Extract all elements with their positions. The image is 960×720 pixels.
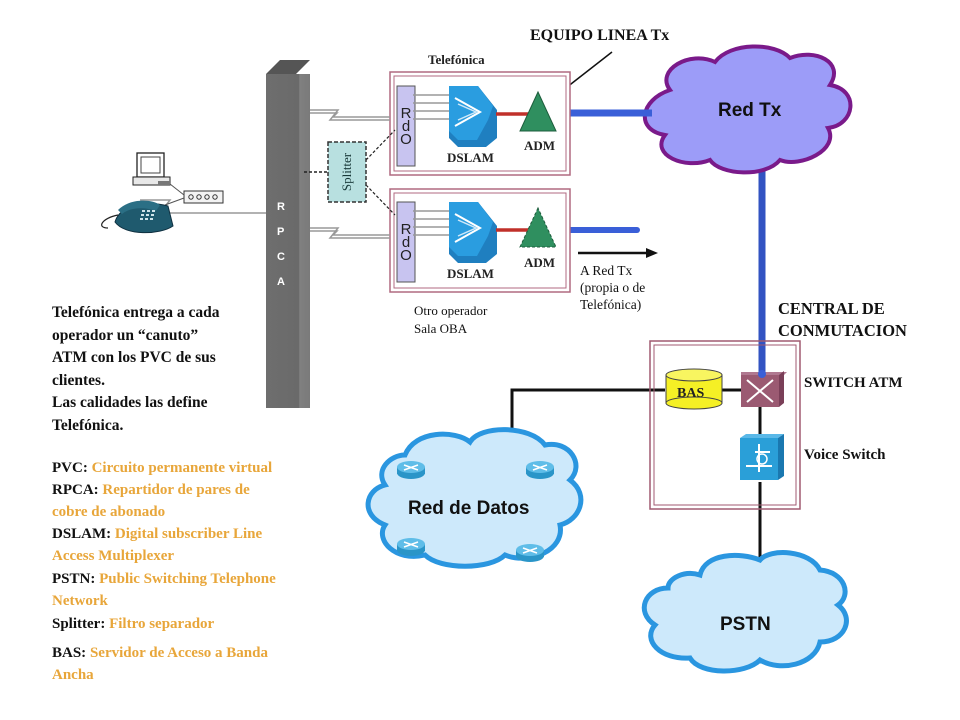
glossary-term: PVC: [52,460,88,476]
dslam-label-2: DSLAM [447,266,494,281]
adm-label-1: ADM [524,138,556,153]
glossary-definition: cobre de abonado [52,504,166,520]
note-line: ATM con los PVC de sus [52,349,216,366]
red-tx-cloud [643,44,853,175]
glossary-definition: Network [52,593,108,609]
rdo-letter: R [400,105,412,122]
splitter-label: Splitter [339,152,354,192]
rpca-letter-r: R [277,201,285,213]
glossary-item-splitter: Splitter: Filtro separador [52,613,214,635]
red-tx-cloud-label: Red Tx [718,100,782,121]
central-line: CENTRAL DE [778,299,885,318]
glossary-term: Splitter: [52,616,106,632]
computer-icon [132,152,171,186]
rdo-letter: R [400,221,412,238]
glossary-definition: Repartidor de pares de [102,482,250,498]
telefonica-box-label: Telefónica [428,52,485,67]
glossary-definition: Access Multiplexer [52,548,175,564]
bas-cylinder-icon [665,368,723,410]
a-red-tx-line: A Red Tx [580,263,633,278]
glossary-definition: Public Switching Telephone [99,571,276,587]
glossary-definition: Circuito permanente virtual [91,460,273,476]
glossary-item-bas: BAS: Servidor de Acceso a Banda Ancha [52,642,268,686]
central-conmutacion-box [649,340,801,510]
explanatory-note: Telefónica entrega a cada operador un “c… [52,302,219,437]
note-line: Telefónica. [52,416,124,434]
rdo-letter: d [401,234,411,251]
a-red-tx-label: A Red Tx (propia o de Telefónica) [580,262,645,313]
note-line: operador un “canuto” [52,326,199,344]
rpca-letter-a: A [277,276,285,288]
dslam-icon-1 [449,86,497,147]
dslam-icon-2 [449,202,497,263]
glossary-term: PSTN: [52,571,96,587]
voice-switch-icon [740,434,784,480]
a-red-tx-line: Telefónica) [580,297,642,312]
rdo-label-1: R d O [398,105,414,148]
atm-switch-icon [741,370,787,407]
glossary-item-rpca: RPCA: Repartidor de pares de cobre de ab… [52,479,250,523]
adm-label-2: ADM [524,255,556,270]
voice-switch-label: Voice Switch [804,447,886,463]
rdo-block-2 [396,201,416,283]
router-icon-2 [526,461,554,479]
dslam-label-1: DSLAM [447,150,494,165]
glossary-item-pstn: PSTN: Public Switching Telephone Network [52,568,276,612]
rdo-letter: O [400,247,412,264]
adm-icon-2 [519,206,557,248]
router-icon-4 [516,544,544,562]
glossary-term: DSLAM: [52,526,112,542]
sala-oba-line: Sala OBA [414,321,468,336]
rdo-block-1 [396,85,416,167]
a-red-tx-line: (propia o de [580,280,646,295]
glossary-item-dslam: DSLAM: Digital subscriber Line Access Mu… [52,523,262,567]
data-links [510,388,762,560]
central-conmutacion-label: CENTRAL DE CONMUTACION [778,298,907,342]
glossary-definition: Filtro separador [109,616,215,632]
glossary-definition: Servidor de Acceso a Banda [89,645,268,661]
central-line: CONMUTACION [778,321,907,340]
pstn-cloud-label: PSTN [720,614,771,635]
note-line: Telefónica entrega a cada [52,304,220,321]
otro-operador-label: Otro operador Sala OBA [414,302,487,338]
rpca-letter-c: C [277,251,285,263]
rdo-letter: O [400,131,412,148]
bas-label: BAS [677,386,705,401]
router-icon-1 [397,461,425,479]
adm-icon-1 [519,90,557,132]
note-line: Las calidades las define [52,394,208,411]
rpca-letter-p: P [277,226,285,238]
glossary-term: BAS: [52,645,87,661]
equipo-linea-tx-label: EQUIPO LINEA Tx [530,27,670,44]
glossary-definition: Ancha [52,667,94,683]
rdo-label-2: R d O [398,221,414,264]
otro-operador-line: Otro operador [414,303,488,318]
rdo-dslam-wires [413,94,455,236]
rdo-letter: d [401,118,411,135]
switch-atm-label: SWITCH ATM [804,375,903,391]
glossary-definition: Digital subscriber Line [114,526,263,542]
pstn-cloud [641,550,849,674]
glossary-item-pvc: PVC: Circuito permanente virtual [52,457,272,479]
glossary-term: RPCA: [52,482,99,498]
splitter-box [304,129,396,216]
modem-icon [164,183,224,206]
telephone-icon [101,200,174,234]
router-icon-3 [397,538,425,556]
note-line: clientes. [52,371,105,389]
rpca-bar [266,60,310,408]
red-de-datos-cloud-label: Red de Datos [408,498,530,519]
